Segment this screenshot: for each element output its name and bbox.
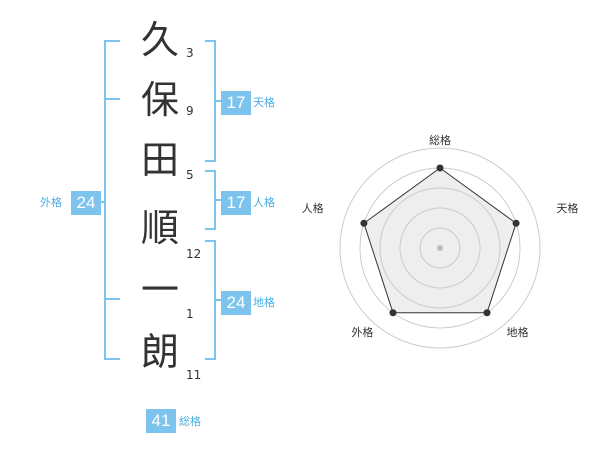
left-bracket-top xyxy=(105,40,120,42)
radar-point xyxy=(360,219,368,227)
jinkaku-label: 人格 xyxy=(253,196,275,209)
name-char: 田 xyxy=(140,138,179,182)
stroke-count: 11 xyxy=(186,368,202,382)
jinkaku-badge: 17 xyxy=(221,191,251,215)
right-bracket-tick xyxy=(214,100,222,102)
radar-ring xyxy=(399,207,481,289)
radar-axis-label: 総格 xyxy=(429,133,451,147)
left-bracket-tick xyxy=(98,201,106,203)
radar-axis-label: 人格 xyxy=(302,201,324,215)
radar-point xyxy=(483,309,491,317)
radar-point xyxy=(389,309,397,317)
radar-axis-label: 外格 xyxy=(351,325,373,339)
name-char: 久 xyxy=(140,18,179,62)
gaikaku-label: 外格 xyxy=(40,196,62,209)
radar-point xyxy=(512,219,520,227)
soukaku-badge: 41 xyxy=(146,409,176,433)
right-bracket-bottom xyxy=(205,160,215,162)
left-bracket-vertical xyxy=(104,40,106,360)
gaikaku-badge: 24 xyxy=(71,191,101,215)
right-bracket-top xyxy=(205,240,215,242)
right-bracket-bottom xyxy=(205,228,215,230)
chikaku-label: 地格 xyxy=(253,296,275,309)
left-bracket-bottom xyxy=(105,358,120,360)
right-bracket-tick xyxy=(214,299,222,301)
left-bracket-mid-bottom xyxy=(105,298,120,300)
right-bracket-tick xyxy=(214,199,222,201)
chikaku-badge: 24 xyxy=(221,291,251,315)
right-bracket-top xyxy=(205,40,215,42)
name-char: 保 xyxy=(140,78,179,122)
radar-polygon xyxy=(363,167,517,314)
stroke-count: 3 xyxy=(186,46,194,60)
name-char: 順 xyxy=(140,206,179,250)
radar-ring xyxy=(419,227,461,269)
stroke-count: 9 xyxy=(186,104,194,118)
radar-ring xyxy=(339,147,541,349)
stroke-count: 1 xyxy=(186,307,194,321)
name-char: 一 xyxy=(140,268,179,312)
stroke-count: 5 xyxy=(186,168,194,182)
tenkaku-label: 天格 xyxy=(253,96,275,109)
right-bracket-bottom xyxy=(205,358,215,360)
radar-ring xyxy=(379,187,501,309)
right-bracket-top xyxy=(205,170,215,172)
radar-point xyxy=(436,164,444,172)
left-bracket-mid-top xyxy=(105,98,120,100)
name-char: 朗 xyxy=(140,330,179,374)
soukaku-label: 総格 xyxy=(179,415,201,428)
radar-center xyxy=(437,245,443,251)
stroke-count: 12 xyxy=(186,247,202,261)
radar-axis-label: 地格 xyxy=(507,325,529,339)
tenkaku-badge: 17 xyxy=(221,91,251,115)
radar-axis-label: 天格 xyxy=(556,201,578,215)
